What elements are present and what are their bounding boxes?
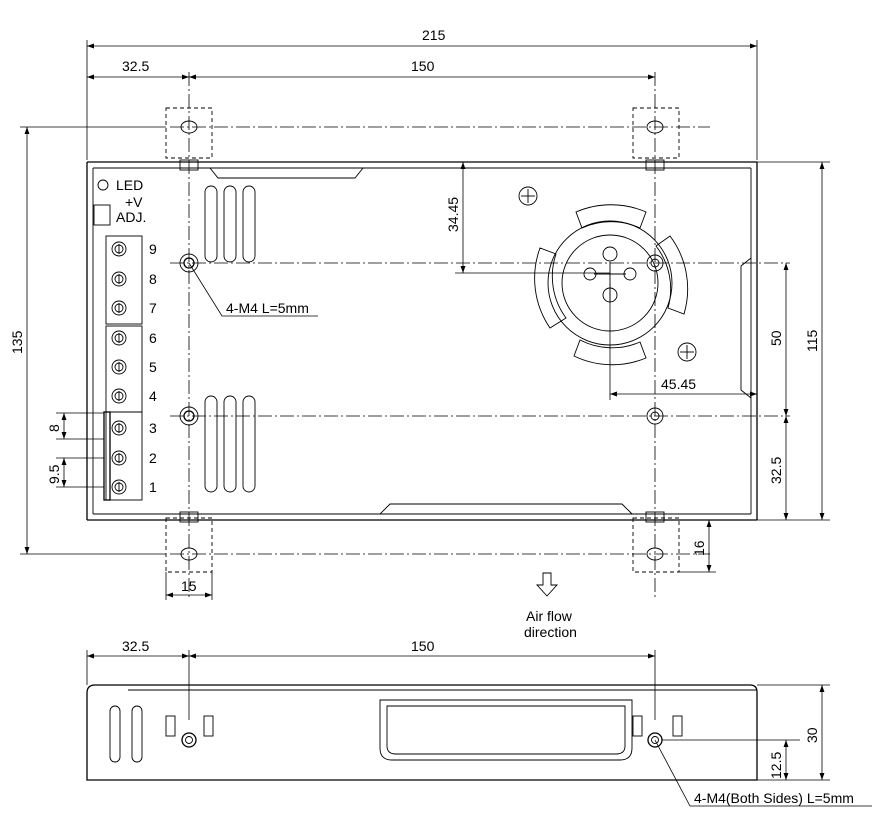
top-view: LED +V ADJ. 9 8 7 6 5 4 3 2 1: [86, 72, 790, 600]
dim-side-hole-spacing: 150: [411, 638, 435, 654]
terminal-screw-icon: [111, 300, 127, 316]
dim-lower-hole-offset: 32.5: [768, 457, 784, 484]
vadj-potentiometer: [93, 204, 111, 226]
dim-terminal-pitch-b: 9.5: [46, 464, 62, 484]
dim-side-height: 30: [804, 727, 820, 743]
terminal-label: 1: [149, 479, 157, 495]
led-indicator-icon: [97, 179, 109, 191]
terminal-screw-icon: [111, 420, 127, 436]
dim-fan-offset-vertical: 34.45: [445, 197, 461, 232]
vadj-label-line1: +V: [125, 194, 143, 210]
terminal-screw-icon: [111, 450, 127, 466]
enclosure-outline: [86, 161, 758, 521]
dim-hole-spacing-vertical: 50: [768, 330, 784, 346]
callout-screw-side: 4-M4(Both Sides) L=5mm: [694, 790, 854, 806]
terminal-screw-icon: [111, 359, 127, 375]
callout-screw-top: 4-M4 L=5mm: [226, 300, 309, 316]
centerlines: [170, 72, 790, 600]
vadj-label-line2: ADJ.: [116, 209, 146, 225]
dim-overall-height: 135: [9, 330, 25, 354]
terminal-screw-icon: [111, 241, 127, 257]
dim-flange-height: 16: [691, 540, 707, 556]
terminal-label: 3: [149, 420, 157, 436]
terminal-label: 6: [149, 330, 157, 346]
dim-side-hole-height: 12.5: [768, 752, 784, 779]
side-view: 32.5 150 30 12.5 4-M4(Both Sides) L=5mm: [86, 638, 872, 807]
terminal-label: 5: [149, 359, 157, 375]
dim-left-offset-top: 32.5: [122, 58, 149, 74]
dim-side-left-offset: 32.5: [122, 638, 149, 654]
airflow-arrow-icon: [535, 572, 559, 597]
terminal-screw-icon: [111, 330, 127, 346]
dim-overall-width: 215: [422, 27, 446, 43]
dim-fan-offset-horizontal: 45.45: [661, 376, 696, 392]
airflow-label-line1: Air flow: [526, 608, 573, 624]
terminal-label: 4: [149, 388, 157, 404]
terminal-label: 7: [149, 300, 157, 316]
led-label: LED: [116, 177, 143, 193]
dim-body-height: 115: [804, 329, 820, 352]
terminal-label: 2: [149, 450, 157, 466]
airflow-label-line2: direction: [524, 624, 577, 640]
dim-flange-width: 15: [181, 578, 197, 594]
terminal-block: 9 8 7 6 5 4 3 2 1: [103, 235, 157, 501]
fan-guard: [518, 186, 697, 366]
terminal-screw-icon: [111, 479, 127, 495]
terminal-label: 8: [149, 271, 157, 287]
top-view-dimensions: 215 32.5 150 135 34.45 45.45 50 32.5 115: [9, 27, 830, 600]
vent-slots-bottom: [204, 395, 256, 493]
terminal-label: 9: [149, 241, 157, 257]
airflow-indicator: Air flow direction: [524, 572, 577, 640]
terminal-screw-icon: [111, 388, 127, 404]
vent-slots-top: [204, 185, 256, 263]
dim-terminal-pitch-a: 8: [46, 424, 62, 432]
terminal-screw-icon: [111, 271, 127, 287]
dim-hole-spacing-top: 150: [411, 58, 435, 74]
indicator-panel: LED +V ADJ.: [93, 177, 146, 226]
